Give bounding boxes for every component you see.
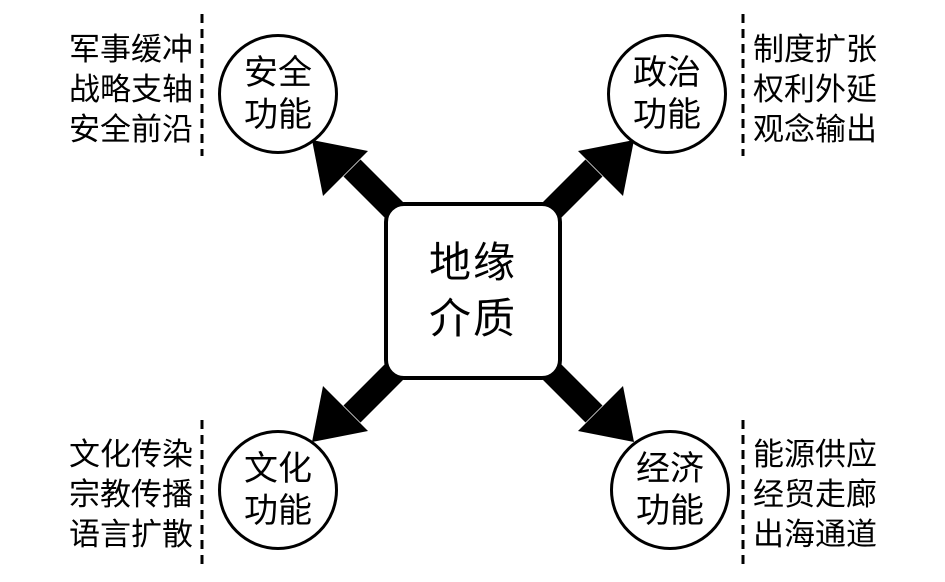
security-features: 军事缓冲 战略支轴 安全前沿 <box>43 30 193 150</box>
feature-item: 能源供应 <box>753 437 877 473</box>
node-security-label: 安全功能 <box>244 53 312 135</box>
node-security: 安全功能 <box>218 34 338 154</box>
arrow-to-economic <box>535 355 634 442</box>
center-label: 地缘介质 <box>428 238 517 343</box>
feature-item: 权利外延 <box>753 72 877 108</box>
feature-item: 观念输出 <box>753 112 877 148</box>
feature-item: 制度扩张 <box>753 32 877 68</box>
feature-item: 战略支轴 <box>69 72 193 108</box>
node-political-label: 政治功能 <box>633 53 701 135</box>
political-features: 制度扩张 权利外延 观念输出 <box>753 30 903 150</box>
feature-item: 宗教传播 <box>69 477 193 513</box>
arrow-to-cultural <box>312 355 411 442</box>
arrow-to-political <box>535 140 634 227</box>
center-node: 地缘介质 <box>384 202 562 380</box>
node-cultural-label: 文化功能 <box>244 449 312 531</box>
arrow-to-security <box>312 140 411 227</box>
feature-item: 文化传染 <box>69 437 193 473</box>
feature-item: 出海通道 <box>753 517 877 553</box>
node-political: 政治功能 <box>607 34 727 154</box>
feature-item: 安全前沿 <box>69 112 193 148</box>
feature-item: 经贸走廊 <box>753 477 877 513</box>
node-economic-label: 经济功能 <box>636 449 704 531</box>
cultural-features: 文化传染 宗教传播 语言扩散 <box>43 435 193 555</box>
economic-features: 能源供应 经贸走廊 出海通道 <box>753 435 903 555</box>
feature-item: 军事缓冲 <box>69 32 193 68</box>
feature-item: 语言扩散 <box>69 517 193 553</box>
node-cultural: 文化功能 <box>218 430 338 550</box>
node-economic: 经济功能 <box>610 430 730 550</box>
